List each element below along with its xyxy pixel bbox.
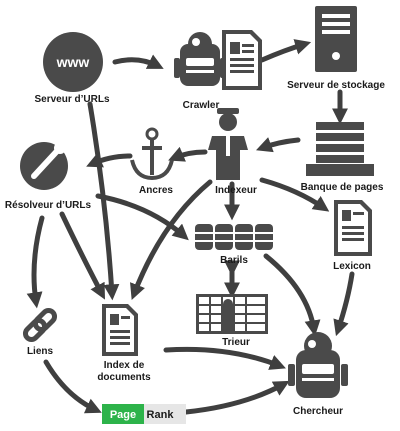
link-chain-icon xyxy=(22,307,58,343)
arrow-anchors-to-resolver xyxy=(86,152,133,168)
arrow-indexer-to-lexicon xyxy=(259,177,330,212)
document-icon xyxy=(102,304,138,356)
label-page-bank: Banque de pages xyxy=(301,182,384,193)
arrow-pagebank-to-indexer xyxy=(256,137,301,153)
paper-stack-icon xyxy=(306,122,374,176)
arrow-urlserver-to-crawler xyxy=(112,54,164,69)
arrow-lexicon-to-searcher xyxy=(333,271,355,337)
arrow-barrels-to-searcher xyxy=(263,253,321,337)
label-url-server: Serveur d’URLs xyxy=(34,94,109,105)
label-anchors: Ancres xyxy=(139,185,173,196)
server-tower-icon xyxy=(315,6,357,72)
globe-icon: www xyxy=(43,32,103,92)
robot-icon xyxy=(288,332,348,398)
arrow-urlserver-to-docindex xyxy=(87,101,120,301)
arrow-resolver-to-docindex xyxy=(59,211,105,300)
person-icon xyxy=(208,108,248,180)
label-url-resolver: Résolveur d’URLs xyxy=(5,200,92,211)
label-doc-index-line1: Index de xyxy=(104,360,145,371)
arrow-resolver-to-links xyxy=(26,215,45,309)
label-storage-server: Serveur de stockage xyxy=(287,80,385,91)
arrow-indexer-to-docindex xyxy=(130,179,213,300)
label-links: Liens xyxy=(27,346,54,357)
arrow-crawler-to-storage xyxy=(259,39,312,63)
robot-icon xyxy=(174,32,226,86)
label-searcher: Chercheur xyxy=(293,406,343,417)
pagerank-badge: Page Rank xyxy=(102,404,186,424)
document-icon xyxy=(222,30,262,90)
sorting-boxes-icon xyxy=(196,294,268,334)
label-sorter: Trieur xyxy=(222,337,250,348)
label-crawler: Crawler xyxy=(183,100,220,111)
arrows xyxy=(26,39,355,415)
arrow-docindex-to-searcher xyxy=(163,346,286,370)
label-lexicon: Lexicon xyxy=(333,261,371,272)
anchor-icon xyxy=(130,127,174,181)
pagerank-label-left: Page xyxy=(110,409,136,421)
arrow-pagerank-to-searcher xyxy=(183,380,290,415)
barrels-icon xyxy=(195,224,273,250)
document-icon xyxy=(334,200,372,256)
label-barrels: Barils xyxy=(220,255,248,266)
arrow-resolver-to-barrels xyxy=(95,193,189,241)
pagerank-label-right: Rank xyxy=(147,409,175,421)
arrow-links-to-pagerank xyxy=(43,359,102,414)
arrow-indexer-to-anchors xyxy=(168,146,208,162)
globe-www-text: www xyxy=(56,54,90,70)
label-indexer: Indexeur xyxy=(215,185,257,196)
label-doc-index-line2: documents xyxy=(97,372,151,383)
wrench-icon xyxy=(20,142,68,190)
